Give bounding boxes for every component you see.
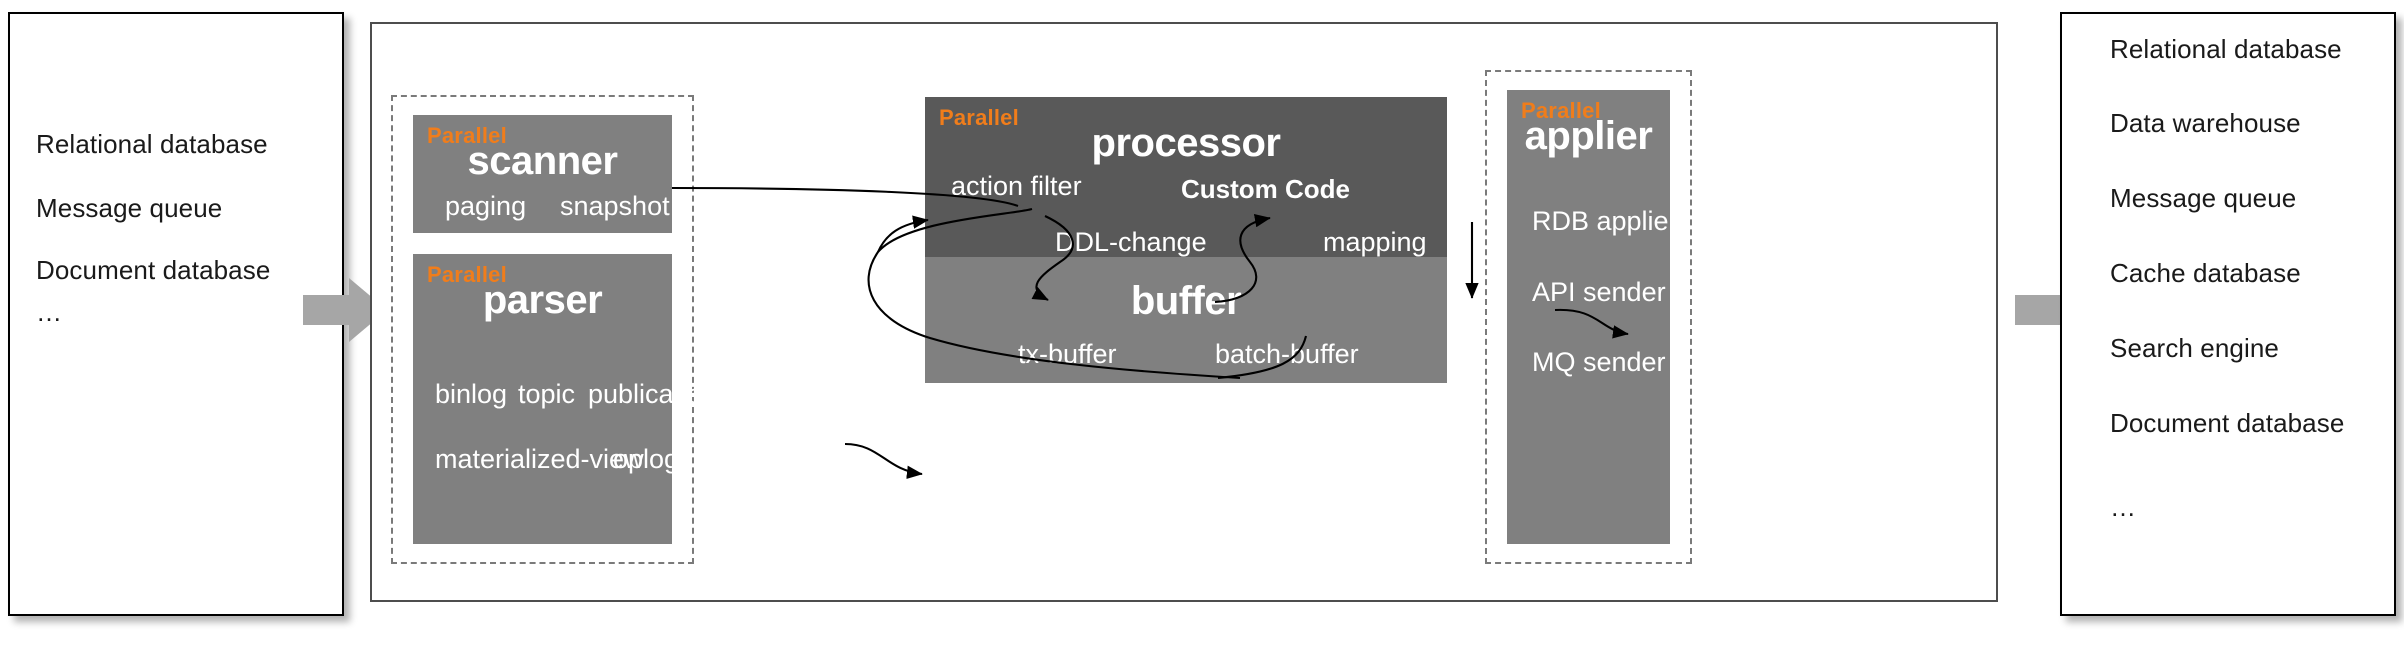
- applier-item-mq-sender: MQ sender: [1532, 347, 1666, 377]
- source-item-2: Document database: [36, 255, 271, 285]
- processor-item-mapping: mapping: [1323, 227, 1427, 257]
- parser-box[interactable]: Parallel parser binlog topic publication…: [413, 254, 717, 544]
- buffer-item-tx-buffer: tx-buffer: [1018, 339, 1117, 369]
- applier-parallel-tag: Parallel: [1521, 98, 1601, 123]
- destination-item-3: Cache database: [2110, 258, 2301, 288]
- parser-item-binlog: binlog: [435, 379, 508, 409]
- destination-item-4: Search engine: [2110, 333, 2279, 363]
- destination-item-0: Relational database: [2110, 34, 2342, 64]
- parser-title: parser: [482, 278, 603, 322]
- destination-item-5: Document database: [2110, 408, 2345, 438]
- processor-parallel-tag: Parallel: [939, 105, 1019, 130]
- destination-item-6: …: [2110, 492, 2137, 522]
- source-item-0: Relational database: [36, 129, 268, 159]
- source-item-3: …: [36, 297, 63, 327]
- applier-item-api-sender: API sender: [1532, 277, 1666, 307]
- processor-box[interactable]: Parallel processor action filter DDL-cha…: [925, 97, 1447, 265]
- processor-item-ddl-change: DDL-change: [1055, 227, 1207, 257]
- buffer-item-batch-buffer: batch-buffer: [1215, 339, 1359, 369]
- buffer-title: buffer: [1130, 279, 1242, 323]
- parser-item-oplog: oplog: [613, 444, 680, 474]
- sources-panel: Relational database Message queue Docume…: [8, 12, 344, 616]
- processor-title: processor: [1091, 121, 1281, 165]
- scanner-box[interactable]: Parallel scanner paging snapshot: [413, 115, 672, 233]
- source-item-1: Message queue: [36, 193, 223, 223]
- processor-item-action-filter: action filter: [951, 171, 1082, 201]
- parser-item-publication: publication: [588, 379, 718, 409]
- applier-title: applier: [1524, 114, 1653, 158]
- parser-item-materialized-view: materialized-view: [435, 444, 644, 474]
- destinations-panel: Relational database Data warehouse Messa…: [2060, 12, 2396, 616]
- destination-item-1: Data warehouse: [2110, 108, 2301, 138]
- scanner-item-paging: paging: [445, 191, 527, 221]
- applier-item-rdb-applier: RDB applier: [1532, 206, 1678, 236]
- scanner-item-snapshot: snapshot: [560, 191, 670, 221]
- scanner-parser-group: [391, 95, 694, 564]
- pipeline-frame: Parallel scanner paging snapshot Paralle…: [370, 22, 1998, 602]
- inbound-arrow-icon: [303, 278, 387, 342]
- applier-group: [1485, 70, 1692, 564]
- processor-item-custom-code: Custom Code: [1181, 174, 1350, 204]
- applier-box[interactable]: Parallel applier RDB applier API sender …: [1507, 90, 1678, 544]
- parser-item-topic: topic: [518, 379, 576, 409]
- destination-item-2: Message queue: [2110, 183, 2297, 213]
- buffer-box[interactable]: buffer tx-buffer batch-buffer: [925, 257, 1447, 383]
- scanner-parallel-tag: Parallel: [427, 123, 507, 148]
- scanner-title: scanner: [467, 139, 618, 183]
- parser-parallel-tag: Parallel: [427, 262, 507, 287]
